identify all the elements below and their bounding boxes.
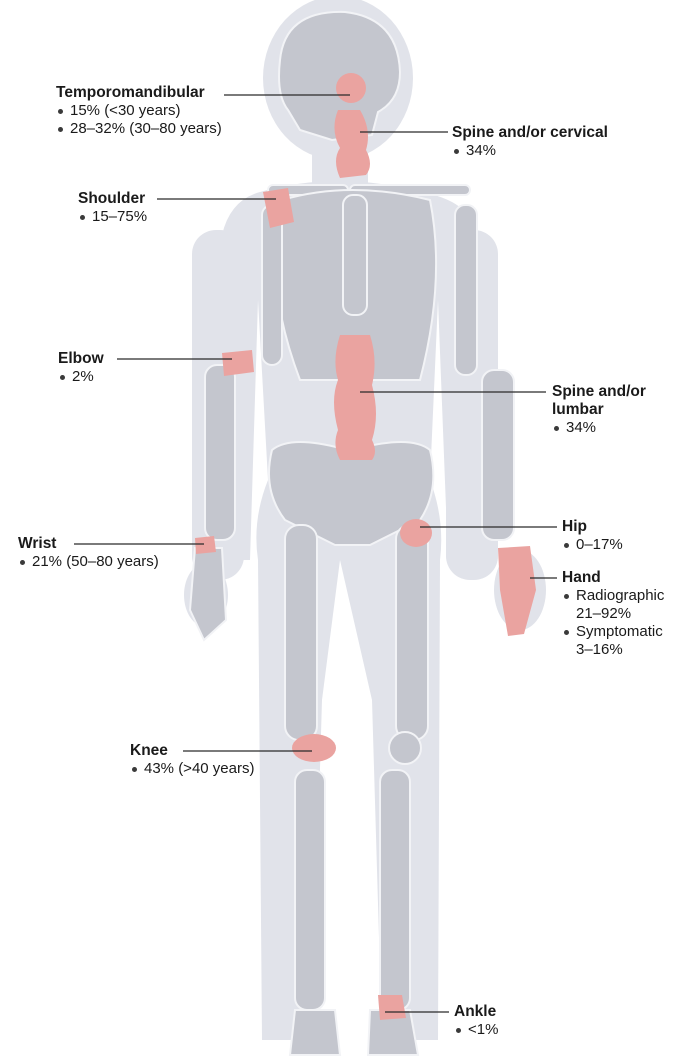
tibia-right [380, 770, 410, 1010]
ankle-joint [378, 995, 406, 1020]
hand-symptomatic-value: 3–16% [576, 641, 664, 659]
lumbar-spine [334, 335, 376, 460]
shoulder-item-1: 15–75% [78, 208, 147, 226]
wrist-joint [195, 536, 216, 554]
cervical-spine [334, 110, 370, 178]
ankle-title: Ankle [454, 1003, 498, 1021]
hand-symptomatic-label: Symptomatic [576, 623, 664, 641]
spine-lumbar-item-1: 34% [552, 419, 646, 437]
label-ankle: Ankle <1% [454, 1003, 498, 1039]
tmj-joint [336, 73, 366, 103]
temporomandibular-title: Temporomandibular [56, 84, 222, 102]
wrist-title: Wrist [18, 535, 159, 553]
spine-cervical-title: Spine and/or cervical [452, 124, 608, 142]
hand-item-symptomatic: Symptomatic 3–16% [562, 623, 664, 659]
forearm-left [205, 365, 235, 540]
label-hand: Hand Radiographic 21–92% Symptomatic 3–1… [562, 569, 664, 659]
wrist-item-1: 21% (50–80 years) [18, 553, 159, 571]
temporomandibular-item-1: 15% (<30 years) [56, 102, 222, 120]
hand-left [190, 548, 226, 640]
hip-item-1: 0–17% [562, 536, 623, 554]
tibia-left [295, 770, 325, 1010]
hand-title: Hand [562, 569, 664, 587]
hand-radiographic-value: 21–92% [576, 605, 664, 623]
label-hip: Hip 0–17% [562, 518, 623, 554]
spine-cervical-item-1: 34% [452, 142, 608, 160]
label-shoulder: Shoulder 15–75% [78, 190, 147, 226]
elbow-item-1: 2% [58, 368, 104, 386]
knee-title: Knee [130, 742, 254, 760]
shoulder-title: Shoulder [78, 190, 147, 208]
femur-right [396, 525, 428, 740]
hip-joint [400, 519, 432, 547]
label-temporomandibular: Temporomandibular 15% (<30 years) 28–32%… [56, 84, 222, 138]
label-wrist: Wrist 21% (50–80 years) [18, 535, 159, 571]
knee-item-1: 43% (>40 years) [130, 760, 254, 778]
hand-item-radiographic: Radiographic 21–92% [562, 587, 664, 623]
hip-title: Hip [562, 518, 623, 536]
knee-joint [292, 734, 336, 762]
spine-lumbar-title-line-1: Spine and/or [552, 383, 646, 401]
hand-radiographic-label: Radiographic [576, 587, 664, 605]
label-spine-cervical: Spine and/or cervical 34% [452, 124, 608, 160]
humerus-right [455, 205, 477, 375]
label-elbow: Elbow 2% [58, 350, 104, 386]
femur-left [285, 525, 317, 740]
spine-lumbar-title-line-2: lumbar [552, 401, 646, 419]
sternum [343, 195, 367, 315]
ankle-item-1: <1% [454, 1021, 498, 1039]
elbow-title: Elbow [58, 350, 104, 368]
label-knee: Knee 43% (>40 years) [130, 742, 254, 778]
foot-left [290, 1010, 340, 1055]
patella-right [389, 732, 421, 764]
forearm-right [482, 370, 514, 540]
temporomandibular-item-2: 28–32% (30–80 years) [56, 120, 222, 138]
label-spine-lumbar: Spine and/or lumbar 34% [552, 383, 646, 437]
humerus-left [262, 205, 282, 365]
elbow-joint [222, 350, 254, 376]
